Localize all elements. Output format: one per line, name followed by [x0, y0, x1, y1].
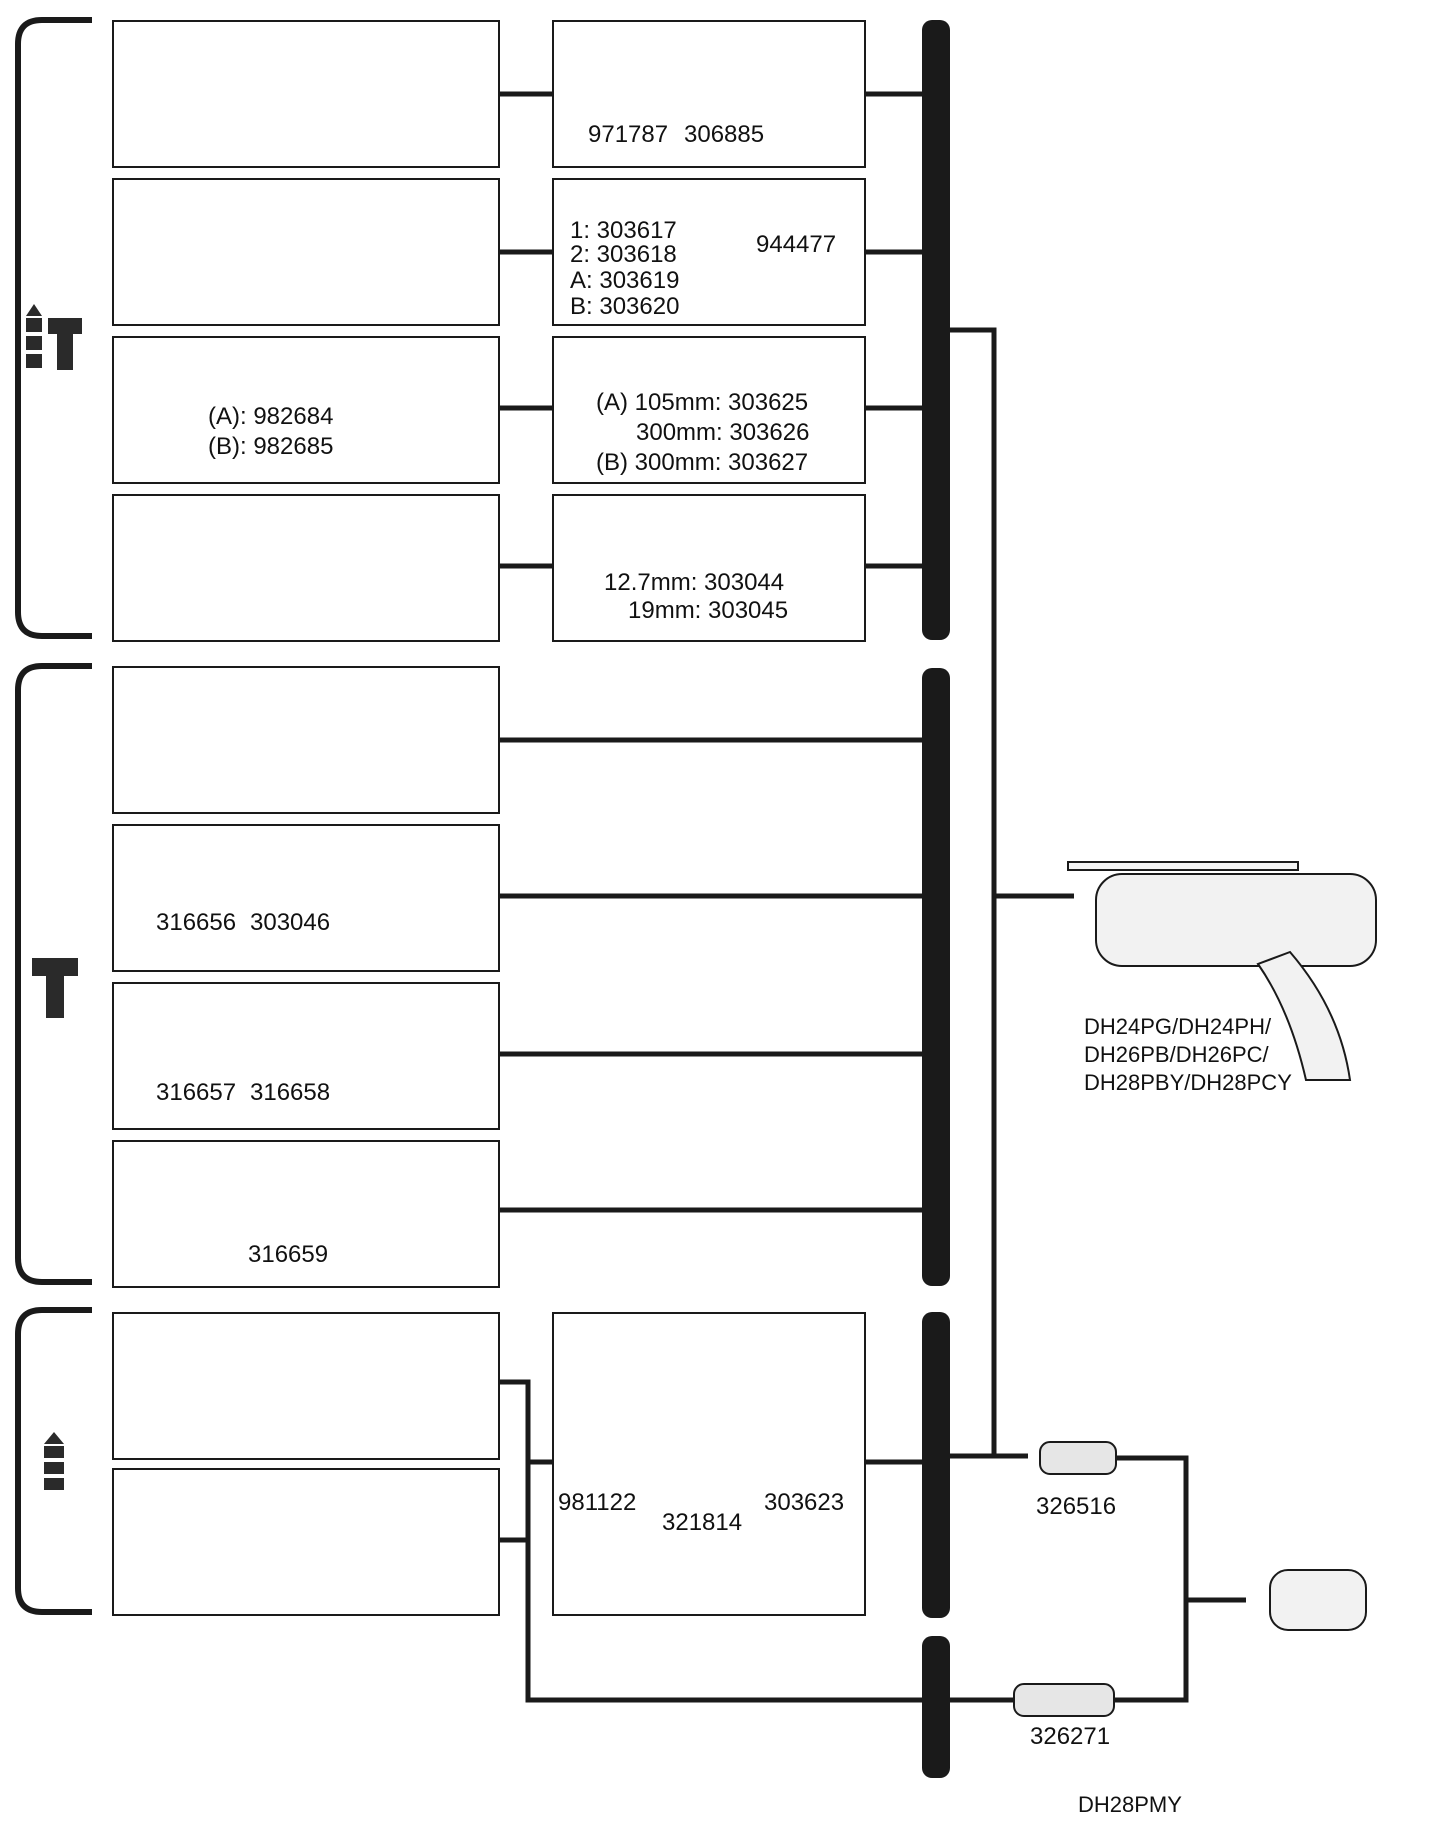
accessory-box-narrow-spade-chisel [112, 982, 500, 1130]
part-number-316656: 316656 [156, 909, 237, 936]
part-number-303623: 303623 [764, 1489, 845, 1516]
part-number-303044: 12.7mm: 303044 [604, 569, 785, 596]
part-number-326516: 326516 [1036, 1493, 1117, 1520]
quick-chuck-lower-illustration [1013, 1683, 1115, 1717]
rotary-hammer-illustration [1067, 861, 1377, 1081]
hammer-drill-mode-icon [26, 304, 82, 370]
part-number-303625: (A) 105mm: 303625 [596, 389, 809, 416]
accessory-box-drill-bit [112, 20, 500, 168]
part-number-326271: 326271 [1030, 1723, 1111, 1750]
main-model-line-2: DH26PB/DH26PC/ [1084, 1042, 1269, 1067]
part-number-303045: 19mm: 303045 [628, 597, 789, 624]
part-number-303617: 1: 303617 [570, 217, 677, 244]
part-number-982685: (B): 982685 [208, 433, 334, 460]
bus-bars [922, 20, 950, 1778]
group-bracket-chisel [15, 663, 92, 1285]
part-number-303626: 300mm: 303626 [636, 419, 810, 446]
part-number-303618: 2: 303618 [570, 241, 677, 268]
main-model-line-3: DH28PBY/DH28PCY [1084, 1070, 1292, 1095]
quick-chuck-upper-illustration [1039, 1441, 1117, 1475]
part-number-303620: B: 303620 [570, 293, 680, 320]
part-number-981122: 981122 [558, 1489, 637, 1516]
accessory-box-sds-extension [112, 666, 500, 814]
part-number-303627: (B) 300mm: 303627 [596, 449, 809, 476]
secondary-model-label: DH28PMY [1078, 1792, 1182, 1817]
part-number-306885: 306885 [684, 121, 765, 148]
part-number-321814: 321814 [662, 1509, 743, 1536]
accessory-box-extension-shank [552, 336, 866, 484]
part-number-303046: 303046 [250, 909, 331, 936]
accessory-box-screwdriver-bits [112, 1312, 500, 1460]
main-model-line-1: DH24PG/DH24PH/ [1084, 1014, 1272, 1039]
accessory-box-socket-adapter [552, 494, 866, 642]
accessory-box-tapered-sleeve [112, 494, 500, 642]
part-number-971787: 971787 [588, 121, 669, 148]
accessory-box-drill-bits [112, 1468, 500, 1616]
accessory-box-chuck-adapter-set [552, 1312, 866, 1616]
part-number-982684: (A): 982684 [208, 403, 334, 430]
drill-only-mode-icon [44, 1432, 64, 1490]
part-number-303619: A: 303619 [570, 267, 680, 294]
accessory-box-adapter-shank [552, 178, 866, 326]
connector-lines [500, 91, 1246, 1703]
interchangeable-chuck-hammer-illustration [1269, 1569, 1367, 1631]
part-number-316658: 316658 [250, 1079, 331, 1106]
part-number-316659: 316659 [248, 1241, 329, 1268]
accessory-box-core-cutter [112, 336, 500, 484]
accessory-box-core-bit [552, 20, 866, 168]
accessory-box-point-flat-chisel [112, 824, 500, 972]
part-number-944477: 944477 [756, 231, 837, 258]
accessory-box-masonry-bit [112, 178, 500, 326]
chisel-mode-icon [32, 958, 78, 1018]
group-bracket-drill [15, 1307, 92, 1615]
part-number-316657: 316657 [156, 1079, 237, 1106]
accessory-box-gouge-chisel [112, 1140, 500, 1288]
group-bracket-hammer-drill [15, 17, 92, 639]
